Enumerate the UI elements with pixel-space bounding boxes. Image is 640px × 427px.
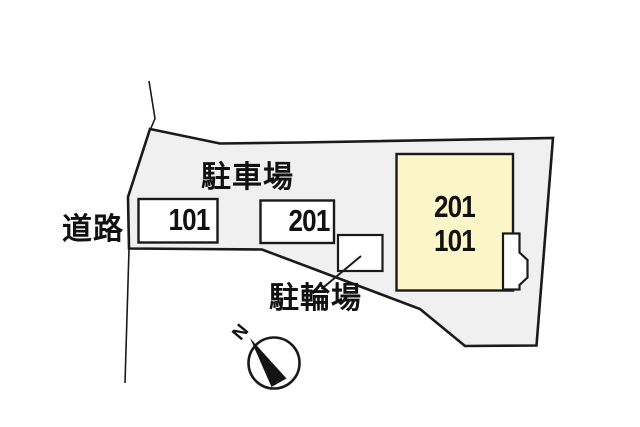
building-entrance-notch: [501, 232, 529, 291]
building-unit-lower: 101: [434, 222, 476, 258]
road-label: 道路: [62, 213, 124, 246]
parking-space-box-101: [137, 197, 219, 244]
compass-circle: [247, 336, 301, 390]
parking-space-label-201: 201: [288, 203, 331, 238]
compass-needle-icon: [250, 338, 287, 387]
parking-area-label: 駐車場: [201, 161, 294, 194]
road-edge-line-lower: [124, 249, 130, 384]
building-unit-labels: 201 101: [405, 190, 503, 257]
bicycle-parking-box: [336, 233, 384, 273]
road-edge-line-upper: [148, 80, 156, 129]
parking-space-box-201: [259, 199, 336, 245]
building-footprint: [395, 152, 515, 292]
building-unit-upper: 201: [434, 189, 476, 224]
parking-space-label-101: 101: [168, 202, 211, 237]
bicycle-parking-leader-line: [320, 255, 362, 290]
bicycle-parking-label: 駐輪場: [269, 282, 362, 315]
